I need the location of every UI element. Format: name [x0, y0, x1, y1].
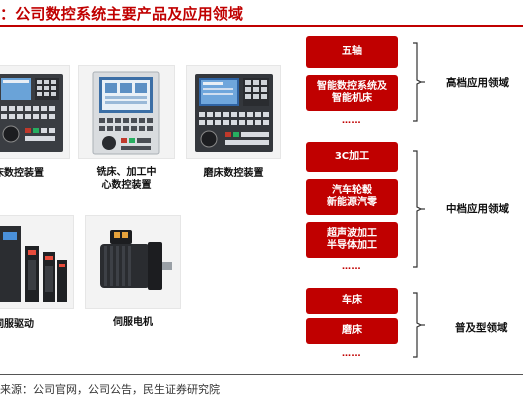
application-box-automotive: 汽车轮毂 新能源汽零 [306, 179, 398, 215]
source-note: 来源：公司官网，公司公告，民生证券研究院 [0, 383, 220, 396]
product-label-servo-drive: 伺服驱动 [0, 319, 34, 330]
application-box-label: 3C加工 [334, 151, 370, 162]
servo-motor-icon [100, 230, 172, 290]
brace-icon [413, 292, 425, 358]
product-label-milling-line2: 心数控装置 [101, 180, 152, 191]
product-label-lathe-cnc: 床数控装置 [0, 168, 44, 179]
group-label-mid-range: 中档应用领域 [446, 203, 509, 215]
product-image-milling-cnc [78, 65, 175, 159]
more-ellipsis: …… [342, 349, 361, 359]
application-box-label: 五轴 [342, 46, 362, 57]
product-image-servo-drive [0, 215, 74, 309]
product-image-lathe-cnc [0, 65, 70, 159]
cnc-controller-icon [0, 74, 63, 152]
product-label-grinder-cnc: 磨床数控装置 [203, 168, 264, 179]
application-box-label-line1: 智能数控系统及 [317, 81, 387, 92]
page-title: ：公司数控系统主要产品及应用领域 [0, 5, 244, 23]
product-label-servo-motor: 伺服电机 [113, 317, 153, 328]
group-label-popular: 普及型领域 [455, 322, 508, 334]
application-box-label-line2: 半导体加工 [327, 240, 377, 251]
application-box-five-axis: 五轴 [306, 36, 398, 68]
group-label-high-end: 高档应用领域 [446, 77, 509, 89]
application-box-label-line2: 新能源汽零 [327, 197, 377, 208]
cnc-controller-icon [92, 71, 160, 155]
brace-icon [413, 150, 425, 268]
more-ellipsis: …… [342, 116, 361, 126]
application-box-label-line1: 汽车轮毂 [332, 185, 372, 196]
product-image-grinder-cnc [186, 65, 281, 159]
application-box-lathe: 车床 [306, 288, 398, 314]
more-ellipsis: …… [342, 262, 361, 272]
title-divider [0, 25, 523, 27]
application-box-label-line1: 超声波加工 [327, 228, 377, 239]
servo-drive-icon [0, 226, 67, 302]
application-box-label: 车床 [342, 295, 362, 306]
product-label-milling-cnc: 铣床、加工中 心数控装置 [78, 166, 175, 192]
cnc-controller-icon [195, 74, 273, 152]
application-box-label-line2: 智能机床 [332, 93, 372, 104]
application-box-label: 磨床 [342, 325, 362, 336]
brace-icon [413, 42, 425, 122]
application-box-3c: 3C加工 [306, 142, 398, 172]
application-box-ultrasonic: 超声波加工 半导体加工 [306, 222, 398, 258]
application-box-intelligent-cnc: 智能数控系统及 智能机床 [306, 75, 398, 111]
product-image-servo-motor [85, 215, 181, 309]
application-box-grinder: 磨床 [306, 318, 398, 344]
footer-divider [0, 374, 523, 375]
product-label-milling-line1: 铣床、加工中 [96, 167, 157, 178]
